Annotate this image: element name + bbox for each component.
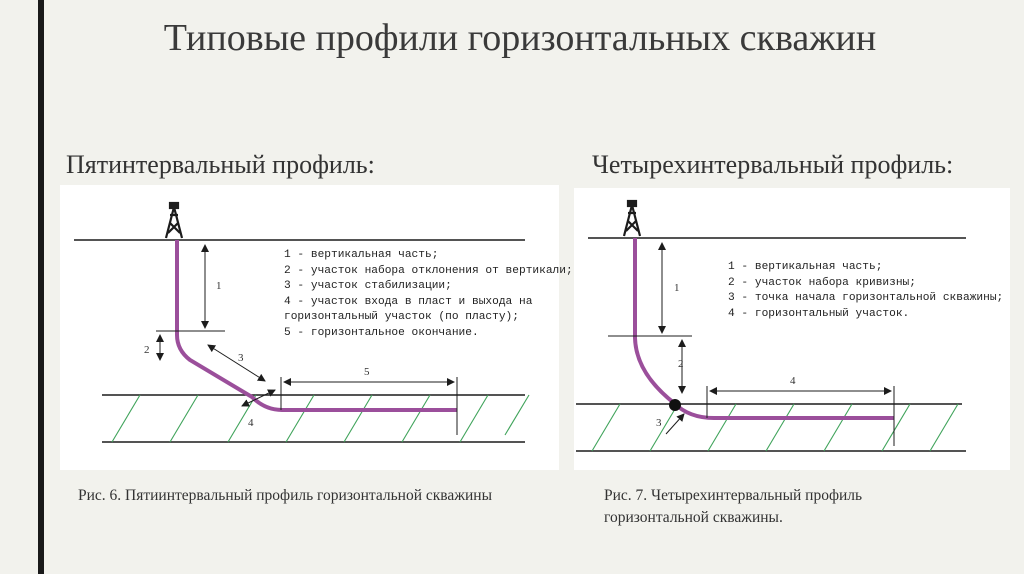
four-interval-diagram-svg: 1 2 3 4 (576, 199, 966, 452)
formation-hatch (111, 394, 530, 443)
legend-item: 1 - вертикальная часть; (284, 249, 439, 261)
label-5: 5 (364, 366, 370, 378)
five-interval-legend: 1 - вертикальная часть; 2 - участок набо… (284, 248, 573, 341)
legend-item: 2 - участок набора отклонения от вертика… (284, 264, 573, 277)
left-accent-bar (38, 0, 44, 574)
label-1: 1 (216, 280, 222, 292)
derrick-icon (164, 201, 184, 239)
legend-item: 4 - участок входа в пласт и выхода на (284, 295, 533, 308)
derrick-icon (622, 199, 642, 237)
slide-title: Типовые профили горизонтальных скважин (163, 17, 877, 59)
four-interval-subtitle: Четырехинтервальный профиль: (592, 150, 954, 179)
legend-item: горизонтальный участок (по пласту); (284, 311, 519, 323)
five-interval-diagram-svg: 1 2 3 4 5 (74, 201, 530, 443)
pointer-3 (665, 413, 685, 435)
label-2: 2 (144, 344, 150, 356)
legend-item: 5 - горизонтальное окончание. (284, 326, 479, 339)
legend-item: 4 - горизонтальный участок. (728, 307, 910, 320)
formation-hatch (591, 403, 959, 452)
label-3: 3 (238, 352, 244, 364)
four-interval-diagram: 1 2 3 4 1 - вертикальная часть; 2 - учас… (574, 188, 1010, 470)
five-interval-subtitle: Пятинтервальный профиль: (66, 150, 375, 179)
figure-7-caption: Рис. 7. Четырехинтервальный профиль гори… (604, 487, 863, 526)
dim-3-arrow (207, 344, 266, 382)
figure-6-caption: Рис. 6. Пятиинтервальный профиль горизон… (78, 487, 493, 504)
four-interval-legend: 1 - вертикальная часть; 2 - участок набо… (728, 260, 1003, 322)
label-2: 2 (678, 358, 684, 370)
legend-item: 2 - участок набора кривизны; (728, 276, 916, 289)
legend-item: 3 - участок стабилизации; (284, 280, 452, 292)
label-4: 4 (790, 375, 796, 387)
label-3: 3 (656, 417, 662, 429)
label-1: 1 (674, 282, 680, 294)
horizontal-start-point (669, 399, 681, 411)
dim-4-arrow (241, 389, 276, 407)
label-4: 4 (248, 417, 254, 429)
legend-item: 3 - точка начала горизонтальной скважины… (728, 292, 1004, 304)
five-interval-diagram: 1 2 3 4 5 1 - вертикальная часть; 2 - уч… (60, 185, 573, 470)
legend-item: 1 - вертикальная часть; (728, 261, 883, 273)
